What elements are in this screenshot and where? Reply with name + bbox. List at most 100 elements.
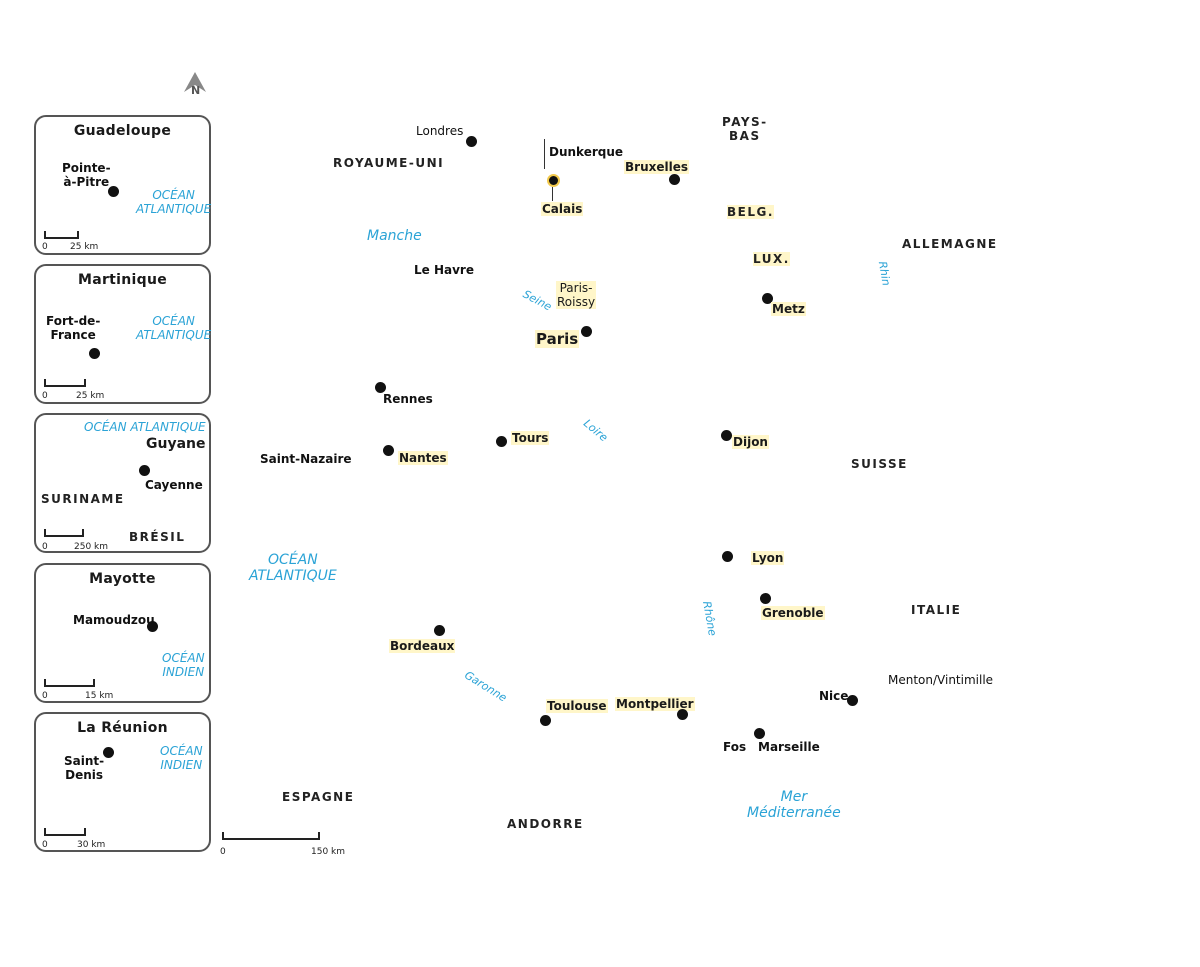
inset-reunion: La Réunion Saint- Denis OCÉAN INDIEN 0 3… <box>34 712 211 852</box>
scale-zero: 0 <box>42 391 48 401</box>
scale-zero: 0 <box>42 840 48 850</box>
ocean-label: OCÉAN INDIEN <box>162 651 205 679</box>
ocean-label: OCÉAN ATLANTIQUE <box>136 314 212 342</box>
city-parisroissy-label: Paris- Roissy <box>556 281 597 309</box>
capital-label: Cayenne <box>145 478 203 492</box>
city-grenoble-label: Grenoble <box>761 606 825 620</box>
city-nice-dot <box>847 695 858 706</box>
calais-leader <box>552 187 553 201</box>
scale-km: 25 km <box>76 391 105 401</box>
city-tours-label: Tours <box>511 431 550 445</box>
river-seine: Seine <box>520 287 554 314</box>
city-fos-label: Fos <box>723 740 747 754</box>
city-montpellier-label: Montpellier <box>615 697 695 711</box>
country-bresil: BRÉSIL <box>129 530 186 544</box>
country-nl: PAYS- BAS <box>722 115 768 143</box>
capital-dot <box>103 747 114 758</box>
city-toulouse-label: Toulouse <box>546 699 608 713</box>
inset-martinique: Martinique Fort-de- France OCÉAN ATLANTI… <box>34 264 211 404</box>
scale-bar <box>44 379 86 387</box>
city-nantes-dot <box>383 445 394 456</box>
capital-dot <box>89 348 100 359</box>
country-es: ESPAGNE <box>282 790 355 804</box>
main-scale-bar <box>222 832 320 840</box>
inset-title: La Réunion <box>77 720 168 736</box>
city-dunkerque-label: Dunkerque <box>549 145 624 159</box>
inset-title: Mayotte <box>89 571 156 587</box>
city-nantes-label: Nantes <box>398 451 448 465</box>
city-bordeaux-dot <box>434 625 445 636</box>
country-suriname: SURINAME <box>41 492 125 506</box>
city-paris-label: Paris <box>535 330 580 348</box>
inset-title: Martinique <box>77 272 168 288</box>
scale-bar <box>44 679 95 687</box>
city-dijon-dot <box>721 430 732 441</box>
city-saintnazaire-label: Saint-Nazaire <box>260 452 352 466</box>
country-ad: ANDORRE <box>507 817 584 831</box>
city-grenoble-dot <box>760 593 771 604</box>
dunkerque-leader <box>544 139 545 169</box>
city-calais-label: Calais <box>541 202 584 216</box>
city-montpellier-dot <box>677 709 688 720</box>
city-lyon-label: Lyon <box>751 551 785 565</box>
city-rennes-label: Rennes <box>383 392 433 406</box>
city-rennes-dot <box>375 382 386 393</box>
scale-km: 15 km <box>85 691 114 701</box>
city-bruxelles-label: Bruxelles <box>624 160 689 174</box>
city-marseille-dot <box>754 728 765 739</box>
country-ch: SUISSE <box>851 457 908 471</box>
country-be: BELG. <box>727 205 774 219</box>
sea-mediterranee: Mer Méditerranée <box>747 789 841 821</box>
ocean-label: OCÉAN INDIEN <box>160 744 203 772</box>
river-rhin: Rhin <box>875 260 893 287</box>
ocean-label: OCÉAN ATLANTIQUE <box>136 188 212 216</box>
north-arrow-icon <box>184 72 206 92</box>
sea-atlantique: OCÉAN ATLANTIQUE <box>249 552 337 584</box>
capital-dot <box>139 465 150 476</box>
river-garonne: Garonne <box>462 668 510 705</box>
north-arrow: N <box>182 70 208 100</box>
scale-km: 250 km <box>74 542 109 552</box>
capital-label: Fort-de- France <box>46 314 101 342</box>
city-paris-dot <box>581 326 592 337</box>
inset-title: Guyane <box>146 436 206 452</box>
scale-bar <box>44 828 86 836</box>
sea-manche: Manche <box>367 228 422 244</box>
north-label: N <box>191 84 201 97</box>
city-lehavre-label: Le Havre <box>414 263 474 277</box>
capital-dot <box>108 186 119 197</box>
scale-bar <box>44 231 79 239</box>
capital-label: Saint- Denis <box>64 754 105 782</box>
river-rhone: Rhône <box>700 600 719 637</box>
country-uk: ROYAUME-UNI <box>333 156 445 170</box>
inset-guadeloupe: Guadeloupe Pointe- à-Pitre OCÉAN ATLANTI… <box>34 115 211 255</box>
scale-km: 30 km <box>77 840 106 850</box>
city-menton-label: Menton/Vintimille <box>888 673 994 687</box>
main-scale-km: 150 km <box>311 847 346 857</box>
inset-title: Guadeloupe <box>73 123 172 139</box>
country-de: ALLEMAGNE <box>902 237 998 251</box>
scale-zero: 0 <box>42 691 48 701</box>
main-scale-zero: 0 <box>220 847 226 857</box>
scale-zero: 0 <box>42 242 48 252</box>
city-metz-label: Metz <box>771 302 806 316</box>
city-londres-label: Londres <box>416 124 464 138</box>
capital-label: Pointe- à-Pitre <box>62 161 111 189</box>
city-dijon-label: Dijon <box>732 435 769 449</box>
ocean-label: OCÉAN ATLANTIQUE <box>84 420 206 434</box>
country-lu: LUX. <box>753 252 790 266</box>
city-nice-label: Nice <box>819 689 849 703</box>
river-loire: Loire <box>581 416 611 445</box>
scale-zero: 0 <box>42 542 48 552</box>
country-it: ITALIE <box>911 603 962 617</box>
city-metz-dot <box>762 293 773 304</box>
scale-bar <box>44 529 84 537</box>
capital-dot <box>147 621 158 632</box>
capital-label: Mamoudzou <box>73 613 155 627</box>
scale-km: 25 km <box>70 242 99 252</box>
city-lyon-dot <box>722 551 733 562</box>
city-toulouse-dot <box>540 715 551 726</box>
city-calais-dot <box>547 174 560 187</box>
inset-guyane: OCÉAN ATLANTIQUE Guyane Cayenne SURINAME… <box>34 413 211 553</box>
city-bruxelles-dot <box>669 174 680 185</box>
